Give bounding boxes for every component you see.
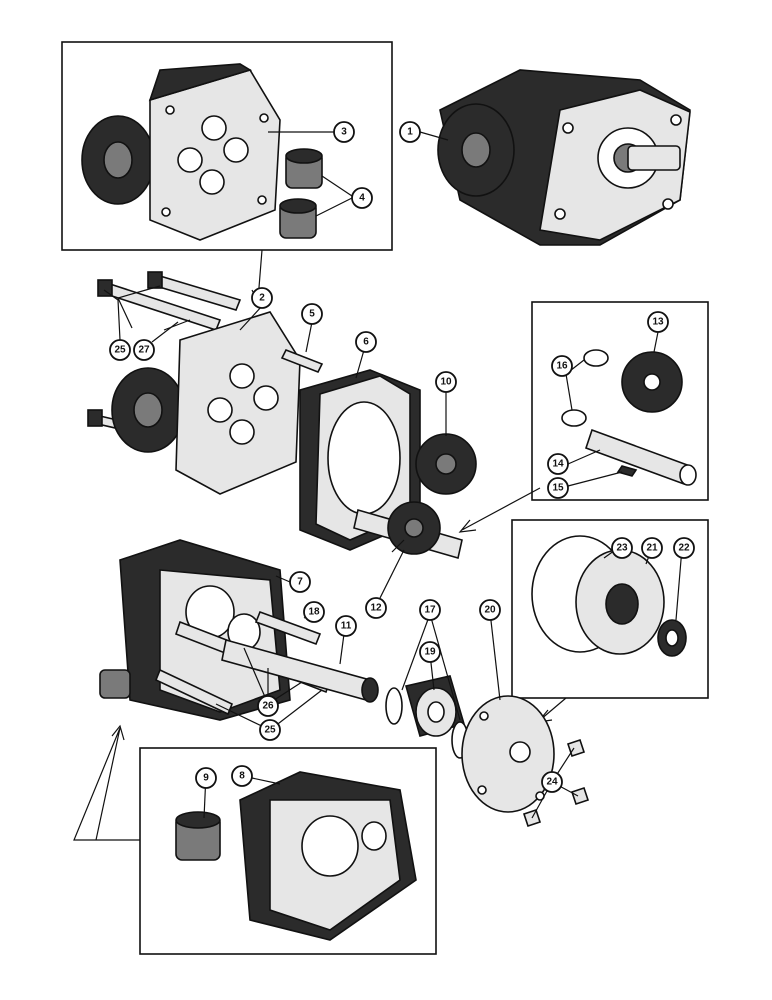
callout-13: 13 xyxy=(647,311,669,333)
svg-text:5: 5 xyxy=(309,309,315,320)
arrow-inset-to-shaft xyxy=(458,487,541,533)
callout-9: 9 xyxy=(195,767,217,789)
leader-1 xyxy=(419,131,449,141)
callout-26: 26 xyxy=(257,695,279,717)
gear-10-part xyxy=(415,433,477,495)
svg-text:7: 7 xyxy=(297,577,303,588)
inset-frame-body xyxy=(139,747,437,955)
callout-2: 2 xyxy=(251,287,273,309)
callout-8: 8 xyxy=(231,765,253,787)
ring-16-lower-part xyxy=(561,409,587,427)
leader-27 xyxy=(151,321,179,343)
svg-text:4: 4 xyxy=(359,193,365,204)
gear-12-shaft-part xyxy=(353,501,463,560)
callout-12: 12 xyxy=(365,597,387,619)
svg-text:15: 15 xyxy=(552,483,564,494)
key-15-part xyxy=(616,465,638,477)
pump-cover-part xyxy=(81,63,281,241)
svg-text:8: 8 xyxy=(239,771,245,782)
svg-text:6: 6 xyxy=(363,337,369,348)
bearing-retainer-21-part xyxy=(575,549,665,655)
callout-10: 10 xyxy=(435,371,457,393)
leader-lines xyxy=(117,285,683,819)
callout-14: 14 xyxy=(547,453,569,475)
callout-7: 7 xyxy=(289,571,311,593)
svg-text:9: 9 xyxy=(203,773,209,784)
svg-text:14: 14 xyxy=(552,459,564,470)
callout-3: 3 xyxy=(333,121,355,143)
callout-6: 6 xyxy=(355,331,377,353)
svg-text:17: 17 xyxy=(424,605,436,616)
svg-text:3: 3 xyxy=(341,127,347,138)
callout-21: 21 xyxy=(641,537,663,559)
bushing-9-part xyxy=(175,811,221,861)
callout-4: 4 xyxy=(351,187,373,209)
callout-15: 15 xyxy=(547,477,569,499)
callout-24: 24 xyxy=(541,771,563,793)
callout-23: 23 xyxy=(611,537,633,559)
inset-frame-top-left xyxy=(61,41,393,251)
leader-4 xyxy=(315,175,353,217)
inset-frame-gear-shaft xyxy=(531,301,709,501)
callout-17: 17 xyxy=(419,599,441,621)
svg-text:19: 19 xyxy=(424,647,436,658)
gear-ring-6-part xyxy=(299,369,421,551)
callout-5: 5 xyxy=(301,303,323,325)
callout-19: 19 xyxy=(419,641,441,663)
callout-11: 11 xyxy=(335,615,357,637)
svg-text:26: 26 xyxy=(262,701,274,712)
callout-25-bottom: 25 xyxy=(259,719,281,741)
ring-16-upper-part xyxy=(583,349,609,367)
cover-plate-20-part xyxy=(461,695,555,813)
pump-body-8-part xyxy=(239,771,417,941)
shaft-14-part xyxy=(584,428,697,486)
svg-text:22: 22 xyxy=(678,543,690,554)
bushing-pair-part xyxy=(279,148,323,239)
snap-ring-17-left-part xyxy=(385,687,403,725)
gear-13-part xyxy=(621,351,683,413)
svg-text:24: 24 xyxy=(546,777,558,788)
callout-20: 20 xyxy=(479,599,501,621)
svg-text:13: 13 xyxy=(652,317,664,328)
svg-text:20: 20 xyxy=(484,605,496,616)
seal-22-part xyxy=(657,619,687,657)
leader-25-top xyxy=(103,289,121,341)
svg-text:25: 25 xyxy=(114,345,126,356)
pump-plate-2-part xyxy=(111,311,301,495)
svg-text:23: 23 xyxy=(616,543,628,554)
arrow-inset-to-body xyxy=(73,724,140,841)
svg-text:11: 11 xyxy=(341,621,352,632)
svg-text:10: 10 xyxy=(440,377,452,388)
svg-text:27: 27 xyxy=(138,345,150,356)
svg-text:25: 25 xyxy=(264,725,276,736)
callout-25-top: 25 xyxy=(109,339,131,361)
svg-text:12: 12 xyxy=(370,603,382,614)
callout-22: 22 xyxy=(673,537,695,559)
svg-text:1: 1 xyxy=(407,127,413,138)
svg-text:2: 2 xyxy=(259,293,265,304)
inset-frame-bearing-plate xyxy=(511,519,709,699)
callout-18: 18 xyxy=(303,601,325,623)
callout-16: 16 xyxy=(551,355,573,377)
callout-1: 1 xyxy=(399,121,421,143)
drive-shaft-11-part xyxy=(221,638,379,703)
svg-text:21: 21 xyxy=(646,543,658,554)
callout-27: 27 xyxy=(133,339,155,361)
dowel-pin-5-part xyxy=(280,348,324,374)
leader-12 xyxy=(379,549,405,599)
svg-text:16: 16 xyxy=(556,361,568,372)
assembled-pump-part xyxy=(437,69,691,246)
svg-text:18: 18 xyxy=(308,607,320,618)
bushing-lower-part xyxy=(99,669,131,699)
